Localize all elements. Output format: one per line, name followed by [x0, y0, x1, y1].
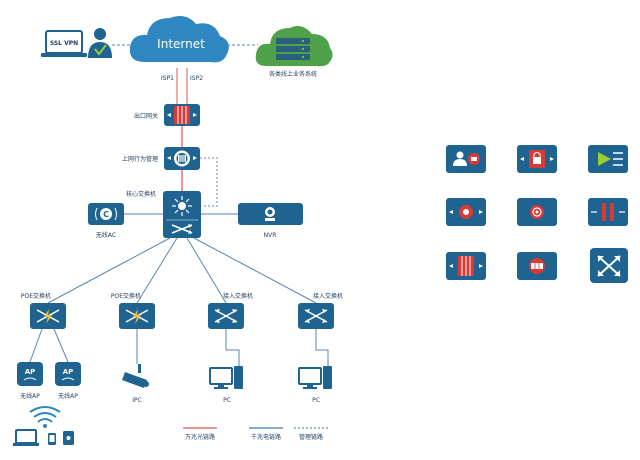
- phone-icon: [48, 433, 56, 445]
- wireless-ac-label: 无线AC: [96, 231, 116, 239]
- core-poe1-link: [47, 237, 171, 304]
- lock-gateway-icon: [517, 145, 557, 173]
- pc-2-label: PC: [312, 397, 320, 404]
- legend-item-mgmt: 管理链路: [294, 427, 328, 441]
- vpn-user-icon: [88, 28, 112, 58]
- poe-switch-1: POE交换机: [21, 292, 66, 329]
- poe-switch-2-label: POE交换机: [111, 292, 141, 300]
- business-systems-node: 各类线上业务系统: [255, 26, 333, 78]
- router-icon: [517, 252, 557, 280]
- ssl-vpn-label: SSL VPN: [50, 40, 78, 47]
- nvr-label: NVR: [264, 232, 277, 239]
- ap-text-1: AP: [25, 368, 36, 376]
- tower-icon: [234, 366, 243, 389]
- user-gear-icon: [446, 145, 486, 173]
- nvr-device: NVR: [238, 203, 303, 239]
- play-list-icon: [588, 145, 628, 173]
- poe1-ap2-link: [53, 328, 69, 363]
- ac-letter: C: [103, 210, 109, 219]
- monitor-icon: [209, 367, 233, 385]
- behavior-mgmt-label: 上网行为管理: [122, 155, 158, 163]
- isp2-label: ISP2: [190, 75, 203, 82]
- ap-text-2: AP: [63, 368, 74, 376]
- poe1-ap1-link: [29, 328, 43, 363]
- lightning-icon: [133, 309, 141, 324]
- ssl-vpn-node: SSL VPN: [41, 28, 112, 58]
- lightning-icon: [44, 309, 52, 324]
- poe-switch-1-label: POE交换机: [21, 292, 51, 300]
- core-poe2-link: [136, 237, 178, 304]
- camera-icon: [265, 207, 275, 221]
- firewall-block-icon: [446, 252, 486, 280]
- legend-item-copper: 千兆电链路: [249, 427, 283, 441]
- wireless-ap-1-label: 无线AP: [20, 392, 40, 400]
- access-switch-1: 接入交换机: [208, 292, 253, 329]
- biz-systems-label: 各类线上业务系统: [269, 70, 317, 78]
- internet-cloud: Internet: [129, 16, 229, 63]
- switch-arrows-icon: [171, 224, 193, 234]
- legend-label: 万兆光链路: [185, 433, 215, 441]
- ipc-label: IPC: [132, 397, 142, 404]
- core-acc2-link: [193, 237, 317, 304]
- monitor-icon: [298, 367, 322, 385]
- acc1-pc-link: [225, 329, 240, 366]
- legend-item-fiber: 万兆光链路: [183, 427, 217, 441]
- wireless-ap-2-label: 无线AP: [58, 392, 78, 400]
- pc-2: PC: [298, 366, 332, 404]
- wireless-ap-1: AP 无线AP: [17, 362, 43, 400]
- links: [29, 44, 329, 366]
- shield-gear-icon: [517, 198, 557, 226]
- mgmt-link: [200, 157, 218, 207]
- tower-icon: [323, 366, 332, 389]
- isp1-label: ISP1: [161, 75, 174, 82]
- wireless-ac-device: C 无线AC: [88, 203, 124, 239]
- cloud-shape: [129, 16, 229, 63]
- internet-label: Internet: [157, 37, 205, 51]
- sun-rays-icon: [172, 196, 192, 216]
- tablet-icon: [63, 431, 74, 445]
- switch-x-icon: [214, 309, 238, 323]
- firewall-bars-icon: [588, 198, 628, 226]
- access-switch-2: 接入交换机: [298, 292, 343, 329]
- core-acc1-link: [186, 237, 227, 304]
- ac-icon: [100, 208, 112, 220]
- legend-label: 千兆电链路: [251, 433, 281, 441]
- core-switch-label: 核心交换机: [126, 190, 156, 198]
- laptop-icon: [13, 429, 39, 446]
- core-switch-device: 核心交换机: [126, 190, 201, 238]
- icon-palette: [446, 145, 628, 283]
- egress-gateway-device: 出口网关: [134, 104, 200, 126]
- legend: 万兆光链路 千兆电链路 管理链路: [183, 427, 328, 441]
- legend-label: 管理链路: [299, 433, 323, 441]
- wireless-ap-2: AP 无线AP: [55, 362, 81, 400]
- switch-x-icon: [304, 309, 328, 323]
- access-switch-2-label: 接入交换机: [313, 292, 343, 300]
- laptop-base: [41, 53, 87, 57]
- wifi-icon: [29, 406, 61, 428]
- server-rack-icon: [276, 38, 310, 60]
- switch-x-icon: [590, 248, 628, 283]
- egress-gateway-label: 出口网关: [134, 112, 158, 120]
- behavior-mgmt-device: 上网行为管理: [122, 147, 200, 170]
- ipc-camera-icon: IPC: [122, 364, 149, 404]
- poe-switch-2: POE交换机: [111, 292, 155, 329]
- pc-1-label: PC: [223, 397, 231, 404]
- pc-1: PC: [209, 366, 243, 404]
- network-gear-icon: [446, 198, 486, 226]
- acc2-pc-link: [315, 329, 329, 366]
- access-switch-1-label: 接入交换机: [223, 292, 253, 300]
